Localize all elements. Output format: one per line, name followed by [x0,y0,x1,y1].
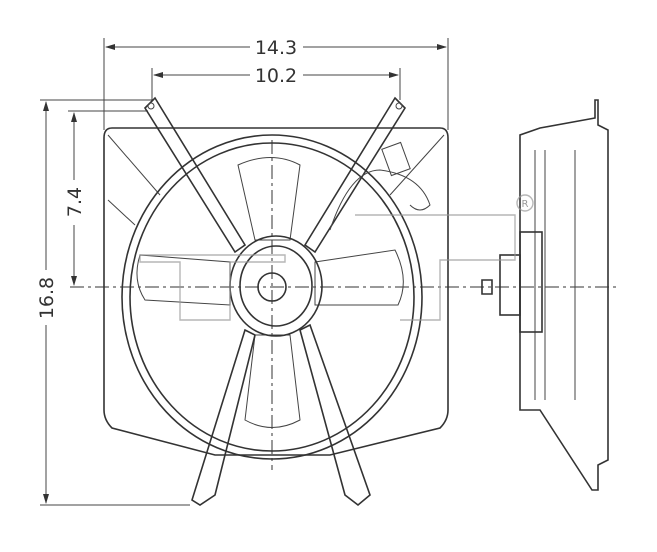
mounting-arm [303,96,407,254]
mounting-arm [143,96,247,254]
tyc-watermark-logo: R [139,194,534,321]
fan-side-view [481,99,609,491]
dimension-label-14-3: 14.3 [255,37,297,59]
fan-blade [314,249,404,306]
fan-blade [244,334,301,428]
shroud-frame [103,127,449,456]
mounting-arm [191,328,256,506]
fan-blade [237,157,301,241]
registered-mark: R [522,199,529,210]
dimension-mount-height: 7.4 [64,110,148,286]
dimension-label-7-4: 7.4 [64,187,86,217]
mounting-arm [299,323,371,507]
dimension-overall-height: 16.8 [36,99,190,506]
shroud-ring-outer [121,134,423,460]
fan-front-view [103,96,449,507]
motor-side [499,254,521,316]
dimension-label-10-2: 10.2 [255,65,297,87]
shroud-ring-inner [129,142,415,452]
motor-housing [229,235,323,337]
dimension-overall-width: 14.3 [103,37,449,130]
wire-connector [381,141,411,177]
dimension-label-16-8: 16.8 [36,277,58,319]
motor-hub [257,272,287,302]
wire-harness [329,169,431,231]
dimension-mount-spacing: 10.2 [151,65,401,100]
fan-blade [136,254,231,306]
